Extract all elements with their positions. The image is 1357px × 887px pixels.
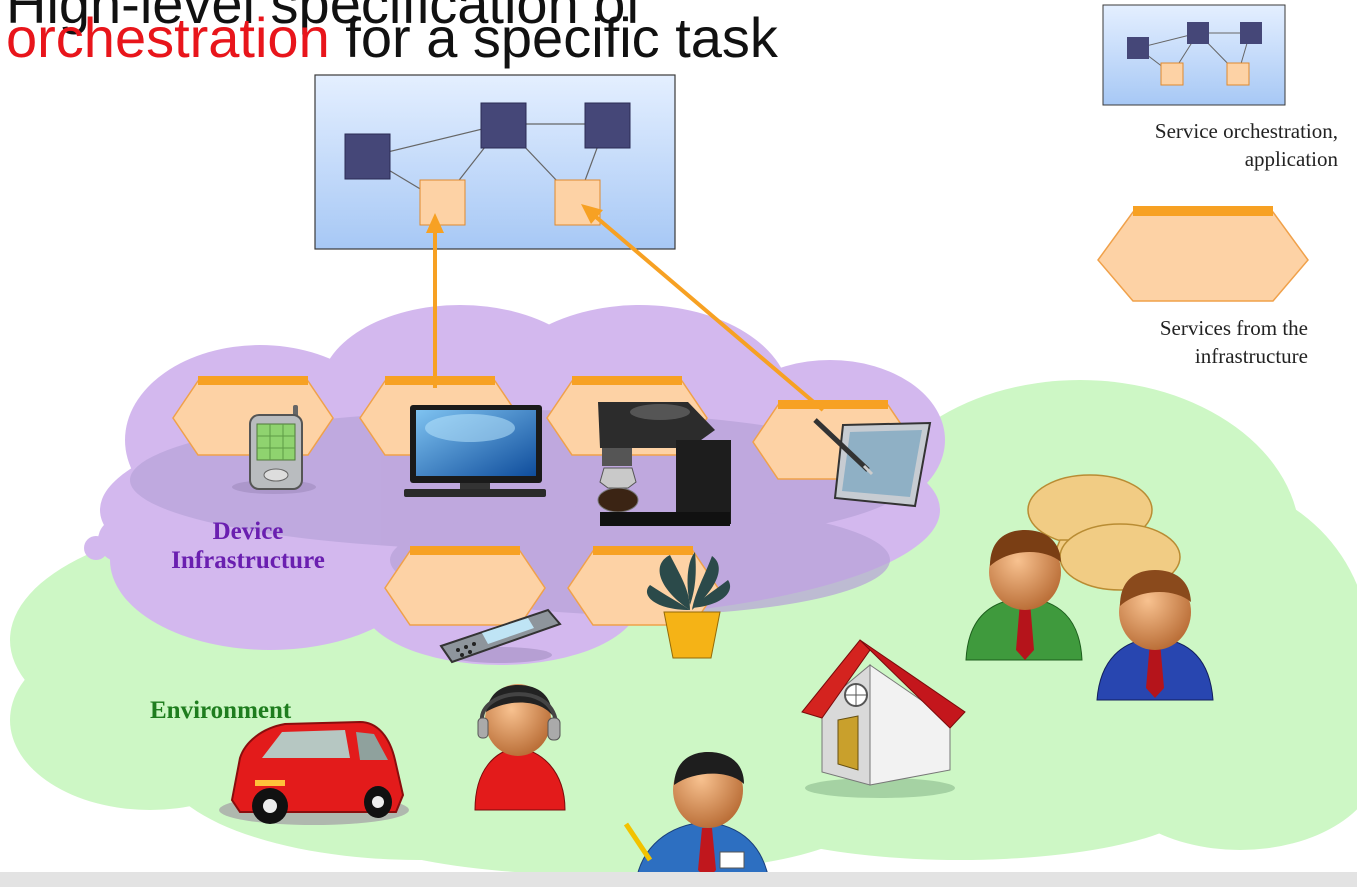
- orchestration-infra-node: [419, 179, 466, 226]
- talking-people-icon: [965, 474, 1214, 701]
- service-hexagon: [384, 546, 546, 626]
- legend-services-label-line-2: infrastructure: [1194, 344, 1308, 369]
- slide-title-line-1: High-level specification of: [6, 0, 641, 35]
- slide-title-line-2: orchestration for a specific task: [6, 10, 778, 66]
- orchestration-service-node: [344, 133, 391, 180]
- legend-orchestration-label: Service orchestration, application: [1018, 117, 1338, 174]
- mobile-phone-icon: [439, 608, 562, 664]
- coffee-machine-icon: [597, 402, 731, 526]
- title-highlight: orchestration: [6, 6, 330, 69]
- phone-icon: [232, 405, 316, 494]
- tablet-pen-icon: [813, 418, 932, 508]
- device-label-line-2: Infrastructure: [171, 546, 325, 574]
- legend-services-label-line-1: Services from the: [1159, 316, 1308, 340]
- writing-person-icon: [623, 752, 771, 887]
- headset-person-icon: [474, 684, 566, 811]
- orchestration-service-node: [480, 102, 527, 149]
- service-hexagons: [172, 376, 914, 626]
- house-icon: [801, 639, 966, 798]
- arrow-head: [581, 204, 603, 224]
- title-rest: for a specific task: [329, 6, 778, 69]
- monitor-icon: [404, 405, 546, 497]
- legend-orchestration-label-line-2: application: [1244, 147, 1338, 172]
- orchestration-arrows: [426, 204, 825, 412]
- environment-label: Environment: [150, 697, 292, 724]
- device-infrastructure-label: Device Infrastructure: [108, 518, 388, 576]
- legend-services-label: Services from the infrastructure: [1008, 314, 1308, 371]
- legend-service-hexagon: [1097, 206, 1309, 302]
- device-label-line-1: Device: [212, 518, 284, 545]
- arrow-tablet-to-orchestration: [594, 215, 825, 412]
- cloud-bubbles: [84, 518, 142, 562]
- legend-orchestration-label-line-1: Service orchestration,: [1154, 119, 1338, 143]
- slide-footer-bar: [0, 872, 1357, 887]
- potted-plant-icon: [646, 552, 731, 659]
- orchestration-service-node: [584, 102, 631, 149]
- car-icon: [219, 720, 409, 825]
- orchestration-box: [314, 74, 676, 250]
- arrow-head: [426, 213, 444, 233]
- legend-orchestration-icon: [1102, 4, 1286, 106]
